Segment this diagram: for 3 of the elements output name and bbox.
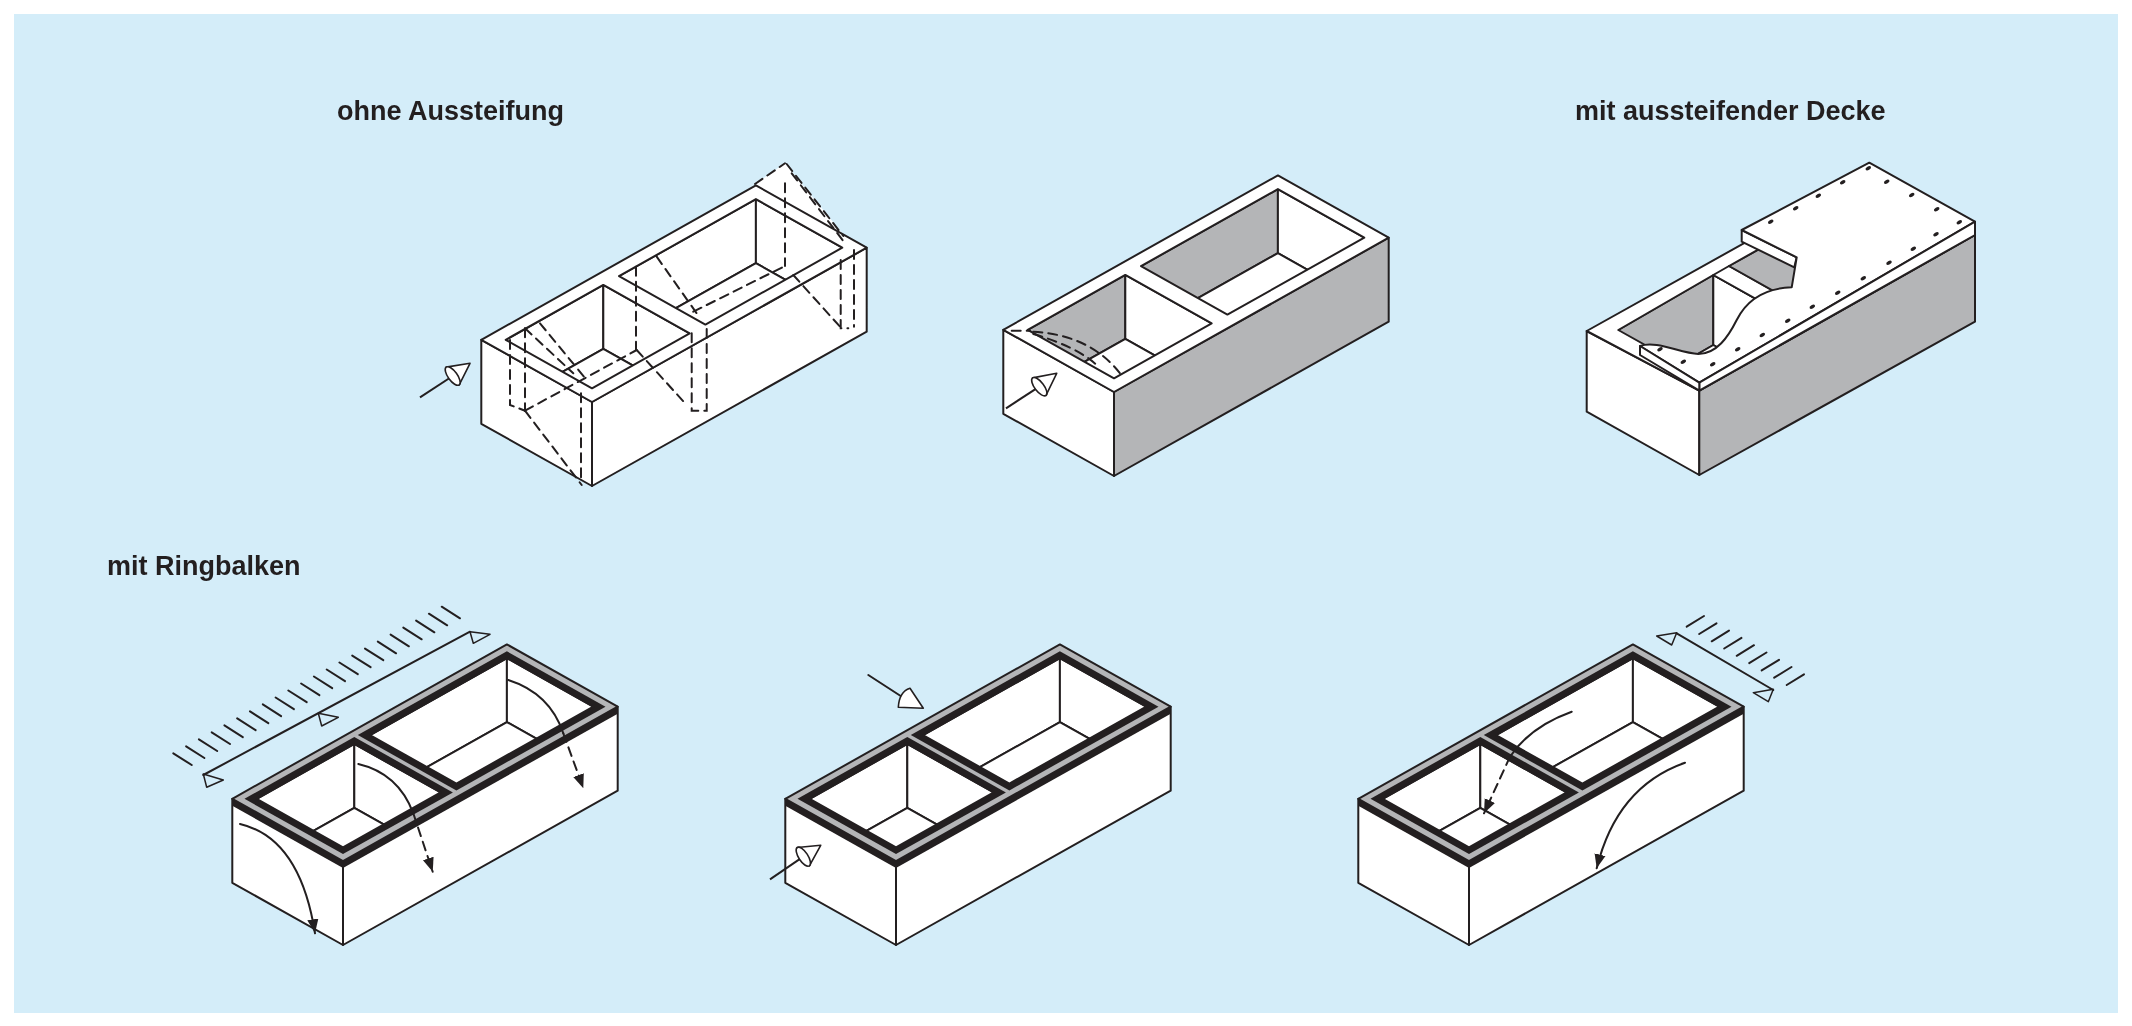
- section-heading: mit aussteifender Decke: [1575, 95, 1886, 127]
- section-heading: mit Ringbalken: [107, 550, 301, 582]
- section-heading: ohne Aussteifung: [337, 95, 564, 127]
